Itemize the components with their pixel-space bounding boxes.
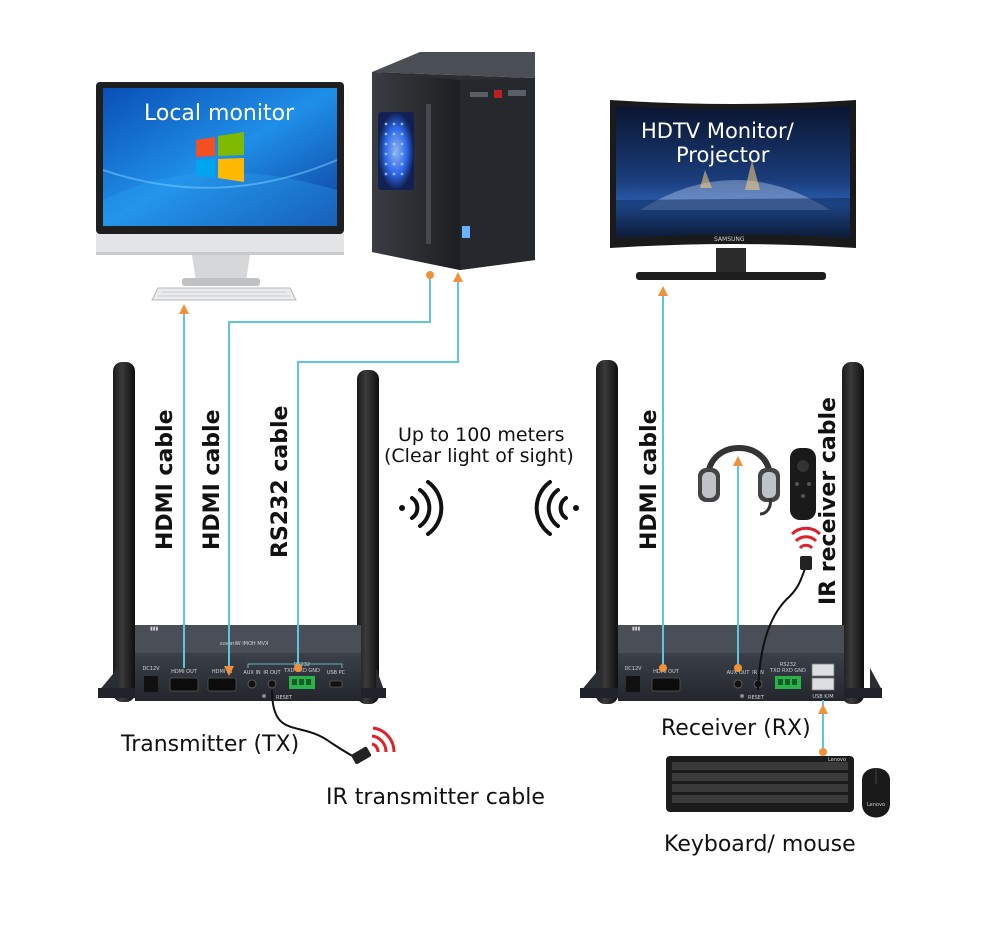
rx-ports: DC12V HDMI OUT AUX OUT IR IN RS232 TXD R…	[624, 662, 835, 701]
pc-tower	[372, 52, 535, 270]
tx-antenna-left	[113, 362, 135, 702]
tx-hdmi-in-cable-label: HDMI cable	[200, 409, 225, 550]
rx-port-aux-out: AUX OUT	[727, 670, 751, 676]
transmitter-box: ▮▮▮ KVM HDMI Wireless	[98, 625, 386, 701]
ir-receiver-signal-icon	[790, 526, 822, 550]
remote-control-icon	[790, 448, 816, 520]
tx-hdmi-out-cable-label: HDMI cable	[153, 409, 178, 550]
tx-port-ir-out: IR OUT	[263, 670, 281, 676]
tx-port-dc: DC12V	[142, 666, 160, 672]
hdtv-monitor	[610, 100, 856, 280]
cable-lines	[183, 278, 824, 752]
tx-top-text: KVM HDMI Wireless	[219, 641, 268, 647]
rx-port-usb: USB K/M	[812, 694, 833, 700]
keyboard-brand: Lenovo	[828, 757, 846, 763]
tx-rs232-cable-label: RS232 cable	[268, 405, 293, 558]
rx-port-rs232: RS232	[780, 662, 796, 668]
tx-port-usb: USB PC	[327, 670, 346, 676]
hdtv-monitor-label-line2: Projector	[676, 143, 770, 167]
transmitter-label: Transmitter (TX)	[121, 732, 300, 757]
rx-ir-receiver-cable-label: IR receiver cable	[816, 397, 841, 605]
wireless-signal-tx-icon	[399, 480, 444, 536]
cable-arrowheads	[179, 271, 828, 756]
tx-port-hdmi-in: HDMI IN	[212, 669, 232, 675]
tx-ports: DC12V HDMI OUT HDMI IN AUX IN IR OUT RS2…	[142, 662, 345, 701]
tx-port-aux-in: AUX IN	[243, 670, 261, 676]
rx-antenna-left	[596, 360, 618, 704]
tx-port-hdmi-out: HDMI OUT	[171, 669, 198, 675]
rx-port-reset: RESET	[748, 695, 765, 701]
tx-port-rs232: RS232	[294, 662, 310, 668]
receiver-box: ▮▮▮	[580, 625, 882, 701]
rx-antenna-right	[842, 362, 864, 704]
rx-port-hdmi-out: HDMI OUT	[653, 669, 680, 675]
mouse-brand: Lenovo	[867, 802, 885, 808]
rx-port-ir-in: IR IN	[752, 670, 764, 676]
mouse-rx: Lenovo	[862, 768, 890, 818]
tx-antenna-right	[357, 370, 379, 704]
tx-port-rs232-pins: TXD RXD GND	[283, 668, 320, 674]
rx-hdmi-out-cable-label: HDMI cable	[637, 409, 662, 550]
hdtv-monitor-label-line1: HDTV Monitor/	[641, 119, 794, 143]
svg-text:▮▮▮: ▮▮▮	[150, 626, 159, 632]
rx-port-dc: DC12V	[624, 666, 642, 672]
ir-receiver-cable	[757, 556, 812, 691]
local-monitor	[96, 82, 344, 286]
headset-icon	[698, 445, 780, 516]
ir-transmitter-cable	[271, 689, 372, 764]
hdtv-brand-label: SAMSUNG	[714, 236, 745, 243]
receiver-label: Receiver (RX)	[661, 716, 811, 741]
distance-label-line1: Up to 100 meters	[398, 424, 565, 446]
wireless-signal-rx-icon	[534, 480, 579, 536]
tx-port-reset: RESET	[276, 695, 293, 701]
distance-label-line2: (Clear light of sight)	[384, 445, 574, 467]
local-monitor-label: Local monitor	[144, 101, 295, 126]
windows-logo-icon	[196, 132, 244, 182]
keyboard-mouse-label: Keyboard/ mouse	[664, 832, 856, 857]
keyboard-local	[151, 287, 297, 301]
ir-transmitter-cable-label: IR transmitter cable	[326, 785, 545, 810]
ir-emitter-signal-icon	[371, 726, 396, 753]
keyboard-rx: Lenovo	[666, 756, 854, 812]
rx-port-rs232-pins: TXD RXD GND	[769, 668, 806, 674]
svg-text:▮▮▮: ▮▮▮	[632, 626, 641, 632]
